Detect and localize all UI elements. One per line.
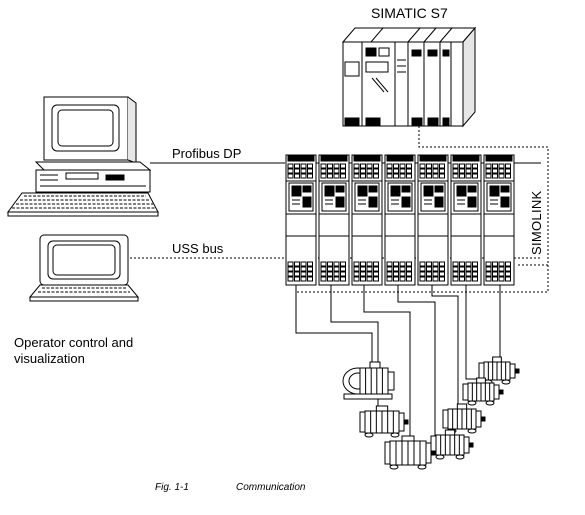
drive-unit-icon [318,154,350,286]
motor-cable [295,285,373,362]
motor-cable [465,285,478,380]
operator-control-label: Operator control and visualization [14,335,134,366]
motor-icon [430,429,474,460]
motor-icon [342,361,395,400]
drive-unit-icon [384,154,416,286]
drive-unit-icon [417,154,449,286]
drive-unit-icon [351,154,383,286]
motors [342,356,520,470]
motor-cable [431,285,459,418]
motor-icon [442,403,486,434]
simolink-label: SIMOLINK [529,190,544,255]
motor-icon [462,377,504,406]
motor-cable [363,285,411,441]
plc-label: SIMATIC S7 [371,5,448,21]
motor-icon [384,435,436,470]
laptop-icon [28,234,140,302]
motor-icon [359,405,409,438]
drive-unit-icon [450,154,482,286]
plc-rack-icon [341,26,477,128]
drive-unit-icon [285,154,317,286]
profibus-label: Profibus DP [172,146,242,161]
figure-number: Fig. 1-1 [155,482,189,493]
figure-caption: Communication [236,482,306,493]
drive-units [285,154,515,286]
motor-cable [397,285,436,450]
desktop-pc-icon [7,96,159,217]
simolink-ring [296,126,549,293]
drive-unit-icon [483,154,515,286]
uss-bus-label: USS bus [172,241,224,256]
